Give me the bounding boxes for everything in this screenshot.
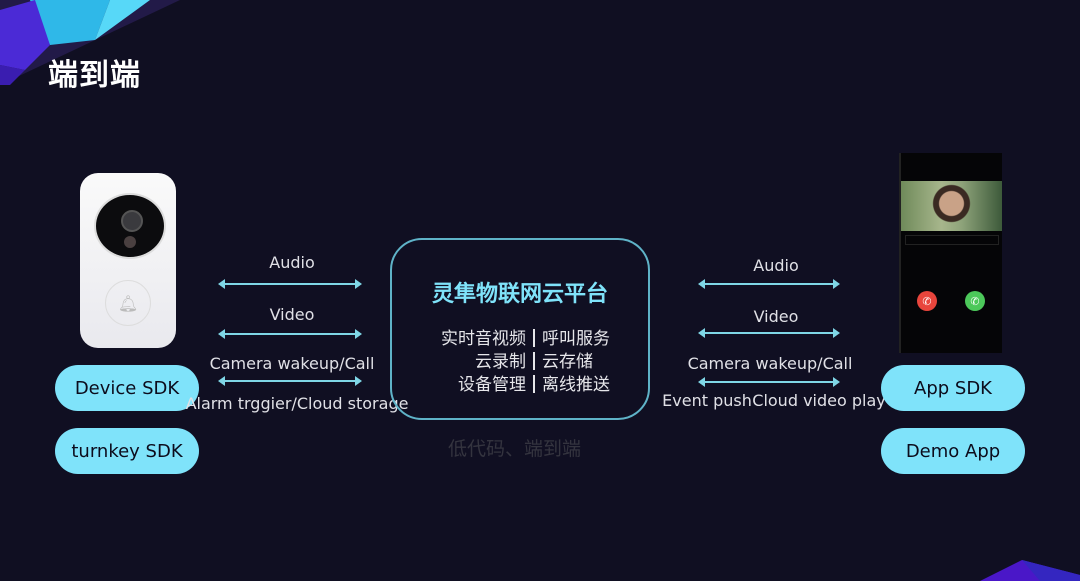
camera-lens (94, 193, 166, 259)
link-label-event-push: Event push (662, 391, 752, 410)
bidirectional-arrow (698, 328, 840, 338)
decorative-corner-shape (980, 560, 1080, 581)
bidirectional-arrow (218, 376, 362, 386)
bidirectional-arrow (218, 329, 362, 339)
link-label-cloud-video-play: Cloud video play (752, 391, 886, 410)
doorbell-device-image: 🔔︎ (80, 173, 176, 348)
phone-video-call-image: ✆ ✆ (899, 153, 1002, 353)
link-label-camera-wakeup: Camera wakeup/Call (687, 354, 853, 373)
bidirectional-arrow (218, 279, 362, 289)
bell-icon: 🔔︎ (105, 280, 151, 326)
decorative-cube-graphic (0, 0, 180, 85)
app-sdk-button[interactable]: App SDK (881, 365, 1025, 411)
bidirectional-arrow (698, 377, 840, 387)
hangup-icon: ✆ (917, 291, 937, 311)
platform-caption: 低代码、端到端 (448, 438, 582, 460)
feature-row: 设备管理离线推送 (458, 375, 610, 395)
link-label-camera-wakeup: Camera wakeup/Call (209, 354, 375, 373)
cloud-platform-box: 灵隼物联网云平台 实时音视频呼叫服务 云录制云存储 设备管理离线推送 (390, 238, 650, 420)
feature-row: 实时音视频呼叫服务 (441, 329, 610, 349)
bidirectional-arrow (698, 279, 840, 289)
link-label-audio: Audio (269, 253, 315, 272)
device-sdk-button[interactable]: Device SDK (55, 365, 199, 411)
link-label-video: Video (269, 305, 315, 324)
turnkey-sdk-button[interactable]: turnkey SDK (55, 428, 199, 474)
link-label-video: Video (753, 307, 799, 326)
platform-title: 灵隼物联网云平台 (431, 282, 608, 307)
page-title: 端到端 (48, 58, 141, 93)
demo-app-button[interactable]: Demo App (881, 428, 1025, 474)
link-label-alarm-trigger: Alarm trggier/Cloud storage (185, 394, 409, 413)
feature-row: 云录制云存储 (475, 352, 593, 372)
link-label-audio: Audio (753, 256, 799, 275)
answer-icon: ✆ (965, 291, 985, 311)
